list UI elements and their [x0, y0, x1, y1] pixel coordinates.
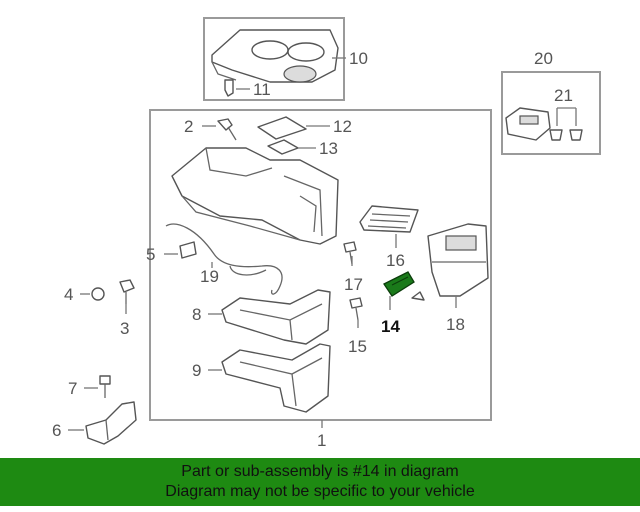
callout-13[interactable]: 13	[319, 139, 338, 158]
highlighted-part-14[interactable]	[383, 271, 415, 297]
callout-9[interactable]: 9	[192, 361, 201, 380]
cupholder-insert-part[interactable]	[211, 29, 339, 83]
callout-15[interactable]: 15	[348, 337, 367, 356]
callout-17[interactable]: 17	[344, 275, 363, 294]
screw-part-15[interactable]	[349, 297, 363, 321]
notice-banner: Part or sub-assembly is #14 in diagram D…	[0, 458, 640, 506]
callout-21[interactable]: 21	[554, 86, 573, 105]
callout-3[interactable]: 3	[120, 319, 129, 338]
callout-8[interactable]: 8	[192, 305, 201, 324]
callout-20[interactable]: 20	[534, 49, 553, 68]
bracket-part-8[interactable]	[221, 289, 331, 345]
screw-part-3[interactable]	[119, 279, 135, 304]
callout-4[interactable]: 4	[64, 285, 73, 304]
vent-part-16[interactable]	[359, 205, 419, 233]
bulb-part-21[interactable]	[549, 129, 583, 141]
callout-10[interactable]: 10	[349, 49, 368, 68]
pad-part-12[interactable]	[257, 116, 307, 140]
callout-12[interactable]: 12	[333, 117, 352, 136]
console-body-part[interactable]	[171, 147, 339, 245]
bracket-small[interactable]	[411, 291, 425, 301]
callout-19[interactable]: 19	[200, 267, 219, 286]
wire-harness-part-19[interactable]	[165, 223, 283, 295]
clip-part-11[interactable]	[224, 79, 234, 97]
bracket-part-6[interactable]	[85, 401, 137, 445]
banner-line-1: Part or sub-assembly is #14 in diagram	[181, 463, 459, 480]
connector-part-5[interactable]	[179, 241, 197, 259]
clip-part-4[interactable]	[91, 287, 105, 301]
callout-14[interactable]: 14	[381, 317, 400, 336]
callout-7[interactable]: 7	[68, 379, 77, 398]
lower-bracket-part-9[interactable]	[221, 343, 331, 413]
bolt-part-7[interactable]	[99, 375, 111, 398]
callout-2[interactable]: 2	[184, 117, 193, 136]
banner-line-2: Diagram may not be specific to your vehi…	[165, 483, 475, 500]
callout-18[interactable]: 18	[446, 315, 465, 334]
callout-5[interactable]: 5	[146, 245, 155, 264]
callout-11[interactable]: 11	[253, 80, 271, 99]
rear-panel-part-18[interactable]	[427, 223, 489, 297]
switch-assembly-part[interactable]	[505, 107, 551, 141]
callout-16[interactable]: 16	[386, 251, 405, 270]
callout-6[interactable]: 6	[52, 421, 61, 440]
callout-1[interactable]: 1	[317, 431, 326, 450]
screw-part-2[interactable]	[217, 118, 237, 141]
